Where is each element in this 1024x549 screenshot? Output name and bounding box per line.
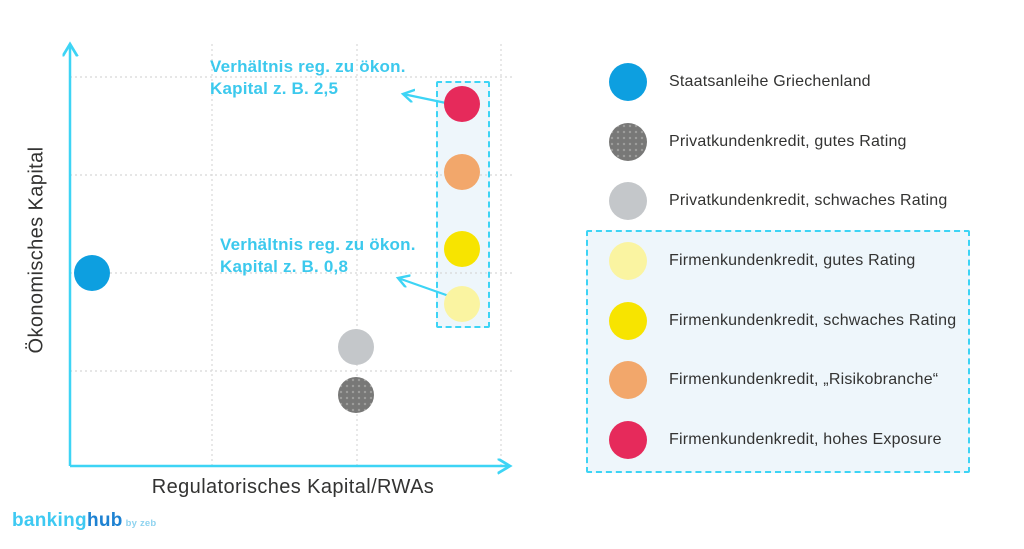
legend-swatch-pale-yellow [609, 242, 647, 280]
legend-item-label: Firmenkundenkredit, hohes Exposure [669, 431, 942, 448]
legend-item-label: Staatsanleihe Griechenland [669, 73, 871, 90]
legend-swatch-yellow [609, 302, 647, 340]
legend-item-firmenkundenkredit-schwaches-rating: Firmenkundenkredit, schwaches Rating [609, 302, 956, 340]
legend-item-label: Privatkundenkredit, schwaches Rating [669, 192, 948, 209]
legend-item-staatsanleihe-griechenland: Staatsanleihe Griechenland [609, 63, 871, 101]
legend-swatch-dark-gray [609, 123, 647, 161]
chart-dot-staatsanleihe-griechenland [74, 255, 110, 291]
legend-item-label: Firmenkundenkredit, gutes Rating [669, 252, 916, 269]
annotation-line: Verhältnis reg. zu ökon. [210, 57, 406, 76]
chart-dot-firmenkundenkredit-risikobranche [444, 154, 480, 190]
legend-swatch-orange [609, 361, 647, 399]
legend-item-privatkundenkredit-schwaches-rating: Privatkundenkredit, schwaches Rating [609, 182, 947, 220]
chart-dot-firmenkundenkredit-schwaches-rating [444, 231, 480, 267]
legend-item-firmenkundenkredit-risikobranche: Firmenkundenkredit, „Risikobranche“ [609, 361, 938, 399]
chart-dot-firmenkundenkredit-gutes-rating [444, 286, 480, 322]
annotation-line: Kapital z. B. 2,5 [210, 79, 339, 98]
logo-part-hub: hub [86, 510, 123, 531]
legend-item-label: Firmenkundenkredit, „Risikobranche“ [669, 371, 939, 388]
chart-dot-firmenkundenkredit-hohes-exposure [444, 86, 480, 122]
annotation-ratio-0-8: Verhältnis reg. zu ökon. Kapital z. B. 0… [220, 234, 416, 278]
legend-item-label: Privatkundenkredit, gutes Rating [669, 133, 907, 150]
chart-dot-privatkundenkredit-schwaches-rating [338, 329, 374, 365]
legend-swatch-light-gray [609, 182, 647, 220]
logo-part-banking: banking [12, 510, 87, 531]
chart-dot-privatkundenkredit-gutes-rating [338, 377, 374, 413]
legend-swatch-red [609, 421, 647, 459]
annotation-ratio-2-5: Verhältnis reg. zu ökon. Kapital z. B. 2… [210, 56, 406, 100]
legend-swatch-blue [609, 63, 647, 101]
legend-item-privatkundenkredit-gutes-rating: Privatkundenkredit, gutes Rating [609, 123, 907, 161]
y-axis-label: Ökonomisches Kapital [25, 146, 48, 354]
logo-byline: by zeb [125, 518, 157, 529]
legend-firmenkundenkredit-box [586, 230, 970, 473]
annotation-line: Kapital z. B. 0,8 [220, 257, 349, 276]
legend-item-firmenkundenkredit-gutes-rating: Firmenkundenkredit, gutes Rating [609, 242, 916, 280]
annotation-line: Verhältnis reg. zu ökon. [220, 235, 416, 254]
legend-item-firmenkundenkredit-hohes-exposure: Firmenkundenkredit, hohes Exposure [609, 421, 942, 459]
x-axis-label: Regulatorisches Kapital/RWAs [151, 476, 435, 498]
legend-item-label: Firmenkundenkredit, schwaches Rating [669, 312, 957, 329]
